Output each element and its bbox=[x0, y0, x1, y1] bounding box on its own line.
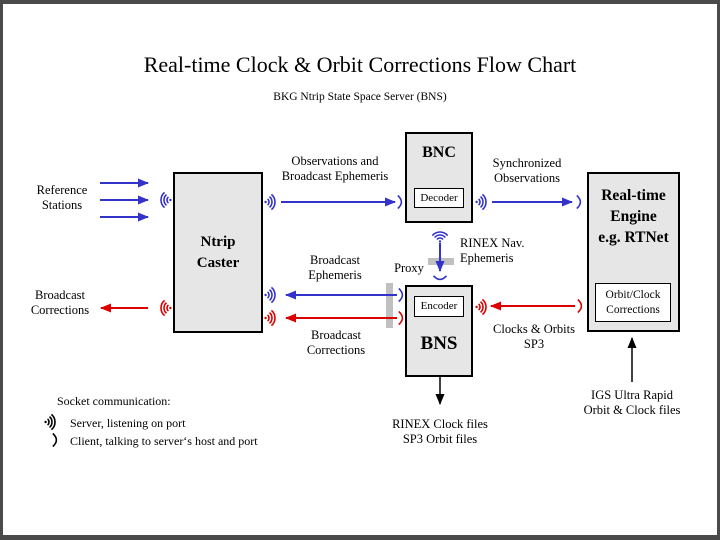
client-socket-icon bbox=[432, 274, 448, 281]
server-socket-icon bbox=[160, 299, 173, 317]
node-ntrip-caster: Ntrip Caster bbox=[173, 172, 263, 333]
label-igs: IGS Ultra Rapid Orbit & Clock files bbox=[583, 388, 681, 417]
node-bnc: BNC Decoder bbox=[405, 132, 473, 223]
client-socket-icon bbox=[576, 298, 583, 314]
label-proxy: Proxy bbox=[394, 261, 424, 275]
legend-title: Socket communication: bbox=[57, 394, 171, 408]
legend-client-label: Client, talking to server‘s host and por… bbox=[70, 434, 258, 448]
label-broadcast-corrections-left: Broadcast Corrections bbox=[30, 288, 90, 317]
proxy-bar-vertical bbox=[386, 283, 393, 328]
legend-server-label: Server, listening on port bbox=[70, 416, 186, 430]
bnc-title: BNC bbox=[422, 144, 456, 161]
label-observations: Observations and Broadcast Ephemeris bbox=[281, 154, 389, 183]
server-socket-icon bbox=[160, 191, 173, 209]
node-decoder: Decoder bbox=[414, 188, 464, 208]
client-socket-icon bbox=[396, 194, 403, 210]
node-rt-engine: Real-time Engine e.g. RTNet Orbit/Clock … bbox=[587, 172, 680, 332]
frame-right bbox=[717, 0, 720, 540]
node-bns: Encoder BNS bbox=[405, 285, 473, 377]
server-socket-icon bbox=[263, 286, 276, 304]
frame-top bbox=[0, 0, 720, 4]
label-synchronized: Synchronized Observations bbox=[492, 156, 562, 185]
client-socket-icon bbox=[397, 287, 404, 303]
frame-bottom bbox=[0, 535, 720, 540]
label-reference-stations: Reference Stations bbox=[36, 183, 88, 212]
label-broadcast-corrections-mid: Broadcast Corrections bbox=[306, 328, 366, 357]
label-clocks-orbits: Clocks & Orbits SP3 bbox=[493, 322, 575, 351]
server-socket-icon bbox=[431, 231, 449, 244]
server-socket-icon bbox=[474, 298, 487, 316]
legend-client-icon bbox=[51, 432, 58, 448]
legend-server-icon bbox=[43, 413, 56, 431]
server-socket-icon bbox=[263, 193, 276, 211]
page-title: Real-time Clock & Orbit Corrections Flow… bbox=[143, 52, 577, 77]
proxy-bar-horizontal bbox=[428, 258, 454, 265]
label-broadcast-ephemeris: Broadcast Ephemeris bbox=[308, 253, 362, 282]
rt-engine-title: Real-time Engine e.g. RTNet bbox=[598, 187, 669, 246]
client-socket-icon bbox=[575, 194, 582, 210]
node-orbit-clock-corrections: Orbit/Clock Corrections bbox=[595, 283, 671, 322]
bns-title: BNS bbox=[420, 333, 458, 354]
label-rinex-nav: RINEX Nav. Ephemeris bbox=[460, 236, 525, 265]
client-socket-icon bbox=[397, 310, 404, 326]
page-subtitle: BKG Ntrip State Space Server (BNS) bbox=[273, 91, 447, 103]
frame-left bbox=[0, 0, 3, 540]
server-socket-icon bbox=[263, 309, 276, 327]
node-encoder: Encoder bbox=[414, 296, 464, 317]
server-socket-icon bbox=[474, 193, 487, 211]
label-rinex-files: RINEX Clock files SP3 Orbit files bbox=[392, 417, 488, 446]
